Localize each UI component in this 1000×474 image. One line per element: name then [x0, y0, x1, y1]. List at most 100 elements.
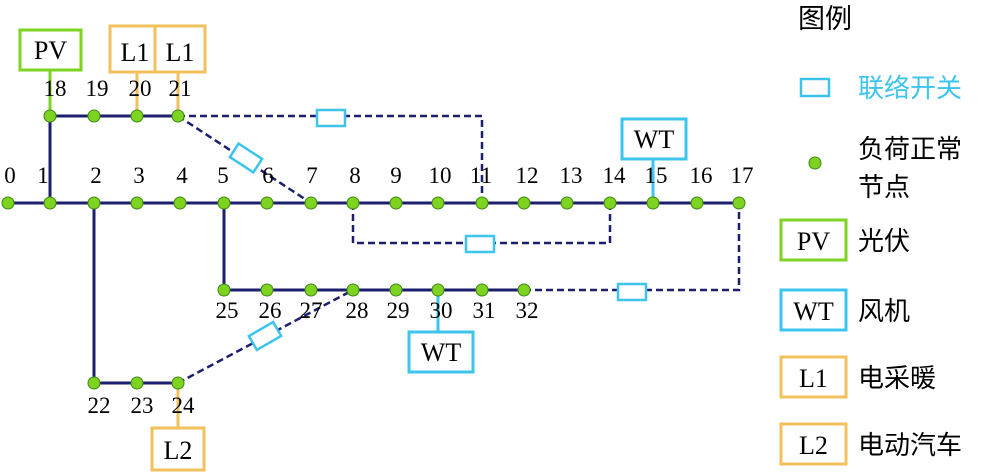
node-label-10: 10 — [429, 163, 452, 188]
node-label-17: 17 — [731, 163, 754, 188]
node-29 — [389, 283, 403, 297]
node-3 — [130, 196, 144, 210]
node-27 — [304, 283, 318, 297]
node-22 — [87, 376, 101, 390]
network-nodes — [1, 109, 746, 390]
node-label-31: 31 — [473, 298, 496, 323]
node-label-19: 19 — [86, 76, 109, 101]
node-25 — [217, 283, 231, 297]
legend-l1-box-text: L1 — [799, 364, 828, 393]
legend-l2-box — [779, 422, 848, 466]
node-13 — [560, 196, 574, 210]
node-label-5: 5 — [217, 163, 229, 188]
legend-switch-label: 联络开关 — [858, 74, 962, 104]
node-label-7: 7 — [306, 163, 318, 188]
node-15 — [646, 196, 660, 210]
node-label-6: 6 — [262, 163, 274, 188]
legend-l2-box-text: L2 — [799, 431, 828, 460]
node-label-13: 13 — [560, 163, 583, 188]
tie-line-21-11 — [178, 114, 484, 203]
legend-l1-box — [779, 355, 848, 399]
node-label-21: 21 — [169, 76, 192, 101]
node-17 — [732, 196, 746, 210]
l1-node-20-label: L1 — [121, 38, 150, 67]
l1-node-21-box — [153, 24, 207, 74]
node-10 — [431, 196, 445, 210]
legend-title: 图例 — [798, 4, 852, 35]
legend-wt-label: 风机 — [858, 297, 910, 327]
node-4 — [173, 196, 187, 210]
l1-node-20-box — [108, 24, 162, 74]
node-24 — [171, 376, 185, 390]
node-label-0: 0 — [4, 163, 16, 188]
node-2 — [87, 196, 101, 210]
branch-line-22-24 — [92, 203, 178, 385]
node-0 — [1, 196, 15, 210]
wt-node-15-box — [620, 117, 688, 161]
wt-node-30-box — [407, 330, 475, 374]
node-label-3: 3 — [133, 163, 145, 188]
legend-node-label-line2: 节点 — [858, 173, 910, 203]
legend-node-label-line1: 负荷正常 — [858, 135, 962, 165]
node-9 — [389, 196, 403, 210]
node-8 — [346, 196, 360, 210]
node-19 — [87, 109, 101, 123]
node-28 — [346, 283, 360, 297]
tie-switches — [228, 108, 648, 352]
node-label-20: 20 — [129, 76, 152, 101]
node-label-25: 25 — [216, 298, 239, 323]
node-30 — [431, 283, 445, 297]
legend: 图例 联络开关 负荷正常 节点 PV 光伏 WT 风机 L1 电采暖 L2 电动… — [779, 4, 962, 466]
node-label-24: 24 — [172, 393, 196, 418]
node-label-15: 15 — [645, 163, 668, 188]
node-26 — [260, 283, 274, 297]
legend-pv-box-text: PV — [797, 227, 830, 256]
node-label-22: 22 — [88, 393, 111, 418]
node-7 — [304, 196, 318, 210]
node-20 — [130, 109, 144, 123]
pv-node-18-box — [18, 28, 83, 72]
node-label-14: 14 — [603, 163, 627, 188]
node-32 — [517, 283, 531, 297]
tie-line-32-17 — [524, 203, 741, 292]
wt-node-30-label: WT — [421, 338, 462, 367]
legend-l1-label: 电采暖 — [858, 364, 936, 394]
node-12 — [517, 196, 531, 210]
legend-node-icon — [808, 156, 822, 170]
node-5 — [217, 196, 231, 210]
tie-switch-21-11 — [315, 108, 347, 128]
node-label-28: 28 — [346, 298, 369, 323]
node-label-27: 27 — [300, 298, 323, 323]
node-label-29: 29 — [387, 298, 410, 323]
node-18 — [43, 109, 57, 123]
tie-switch-24-28 — [247, 320, 283, 352]
node-label-11: 11 — [470, 163, 492, 188]
legend-pv-label: 光伏 — [858, 227, 910, 257]
legend-switch-icon — [799, 77, 831, 98]
node-21 — [171, 109, 185, 123]
node-label-18: 18 — [44, 76, 67, 101]
l2-node-24-label: L2 — [164, 436, 193, 465]
node-label-8: 8 — [349, 163, 361, 188]
node-label-32: 32 — [516, 298, 539, 323]
node-label-4: 4 — [176, 163, 188, 188]
pv-node-18-label: PV — [34, 36, 67, 65]
node-label-30: 30 — [430, 298, 453, 323]
node-label-1: 1 — [37, 163, 49, 188]
node-6 — [260, 196, 274, 210]
wt-node-15-label: WT — [634, 125, 675, 154]
node-label-2: 2 — [90, 163, 102, 188]
node-label-26: 26 — [259, 298, 282, 323]
node-11 — [475, 196, 489, 210]
legend-wt-box-text: WT — [793, 297, 834, 326]
node-14 — [603, 196, 617, 210]
node-label-12: 12 — [516, 163, 539, 188]
legend-l2-label: 电动汽车 — [858, 431, 962, 461]
branch-line-18-21 — [48, 114, 178, 203]
node-31 — [475, 283, 489, 297]
node-label-9: 9 — [390, 163, 402, 188]
node-23 — [130, 376, 144, 390]
tie-switch-32-17 — [616, 282, 648, 302]
